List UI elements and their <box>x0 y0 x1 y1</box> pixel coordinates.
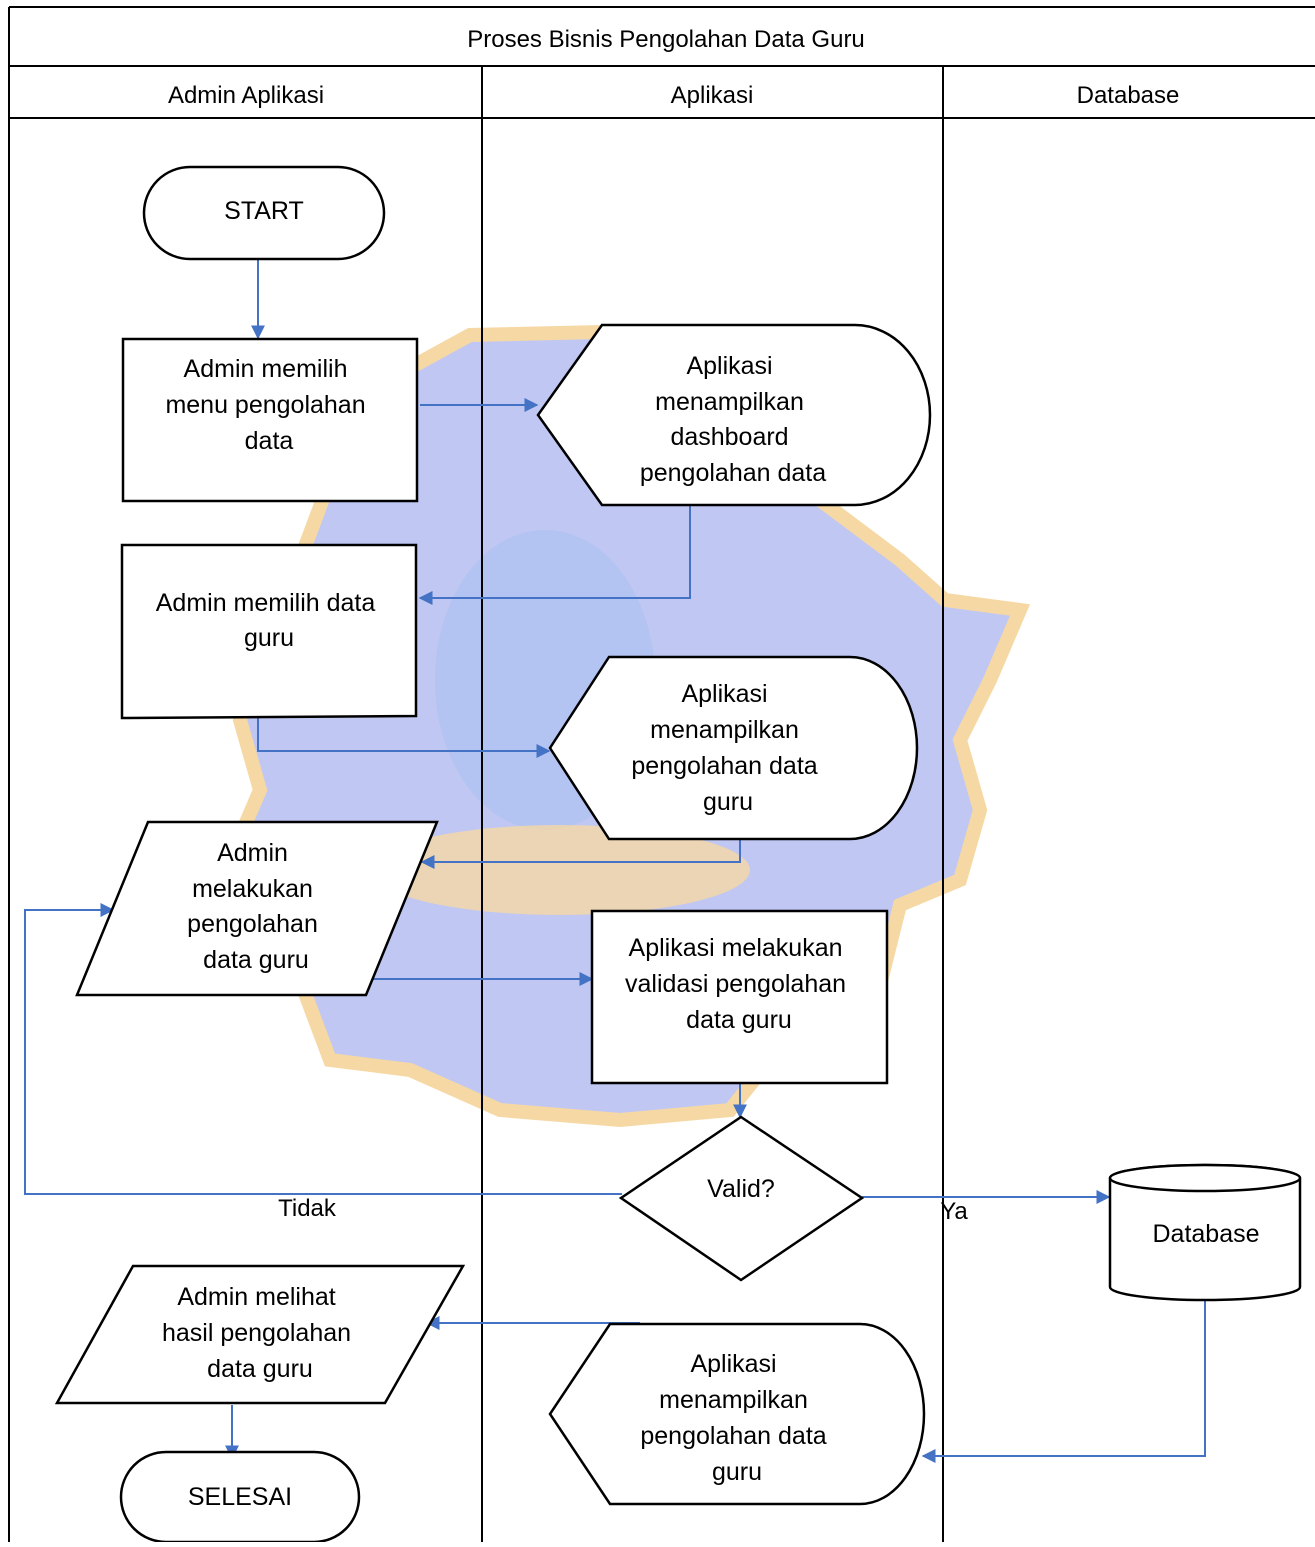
show-teacher-label: Aplikasi menampilkan pengolahan data gur… <box>631 680 824 816</box>
swimlane-frame <box>8 6 1315 1542</box>
view-result-line: hasil pengolahan <box>162 1319 351 1347</box>
node-valid-shape <box>618 1115 865 1282</box>
validate-line: validasi pengolahan <box>625 970 846 998</box>
node-show-teacher-shape <box>548 655 919 841</box>
watermark-lotus <box>370 825 750 915</box>
node-database-top <box>1108 1163 1302 1193</box>
start-label: START <box>224 197 304 225</box>
view-result-label: Admin melihat hasil pengolahan data guru <box>162 1283 358 1383</box>
node-show-result-shape <box>548 1322 926 1506</box>
show-dashboard-line: Aplikasi <box>686 352 772 380</box>
edge-label-yes: Ya <box>940 1198 968 1225</box>
lane-header-app: Aplikasi <box>671 82 754 109</box>
show-dashboard-line: dashboard <box>670 423 788 451</box>
database-label: Database <box>1152 1220 1259 1248</box>
validate-line: Aplikasi melakukan <box>629 934 843 962</box>
choose-menu-line: menu pengolahan <box>165 391 365 419</box>
show-result-line: pengolahan data <box>640 1422 826 1450</box>
valid-label: Valid? <box>707 1175 775 1203</box>
database-label-line: Database <box>1152 1220 1259 1248</box>
process-teacher-label: Admin melakukan pengolahan data guru <box>187 839 325 974</box>
view-result-line: Admin melihat <box>177 1283 335 1311</box>
node-process-teacher-shape <box>75 820 439 997</box>
show-teacher-line: pengolahan data <box>631 752 817 780</box>
node-choose-teacher-shape <box>120 543 418 720</box>
show-result-label: Aplikasi menampilkan pengolahan data gur… <box>640 1350 833 1486</box>
show-teacher-line: Aplikasi <box>681 680 767 708</box>
node-choose-menu-shape <box>121 337 419 503</box>
show-dashboard-line: pengolahan data <box>640 459 826 487</box>
node-view-result-shape <box>54 1264 466 1405</box>
validate-label: Aplikasi melakukan validasi pengolahan d… <box>625 934 853 1034</box>
show-result-line: Aplikasi <box>690 1350 776 1378</box>
valid-label-line: Valid? <box>707 1175 775 1203</box>
nodes <box>54 165 1302 1544</box>
edge-label-no: Tidak <box>278 1195 337 1222</box>
show-dashboard-line: menampilkan <box>655 388 804 416</box>
end-label: SELESAI <box>188 1483 292 1511</box>
edge-decision-no <box>24 903 622 1195</box>
start-label-line: START <box>224 197 304 225</box>
node-show-dashboard-shape <box>536 323 932 507</box>
show-result-line: menampilkan <box>659 1386 808 1414</box>
diagram-title: Proses Bisnis Pengolahan Data Guru <box>467 26 865 53</box>
node-validate-shape <box>590 909 889 1085</box>
process-teacher-line: data guru <box>203 946 309 974</box>
lane-header-db: Database <box>1077 82 1180 109</box>
process-teacher-line: melakukan <box>192 875 313 903</box>
choose-teacher-label: Admin memilih data guru <box>156 589 382 652</box>
validate-line: data guru <box>686 1006 792 1034</box>
view-result-line: data guru <box>207 1355 313 1383</box>
choose-teacher-line: guru <box>244 624 294 652</box>
edge-show-to-process <box>420 838 741 869</box>
node-labels: START Admin memilih menu pengolahan data… <box>156 197 1260 1511</box>
lane-header-admin: Admin Aplikasi <box>168 82 324 109</box>
show-teacher-line: menampilkan <box>650 716 799 744</box>
edge-choose-to-show <box>257 716 551 758</box>
connectors <box>24 259 1206 1463</box>
show-teacher-line: guru <box>703 788 753 816</box>
edge-dashboard-to-choose <box>418 504 691 605</box>
show-dashboard-label: Aplikasi menampilkan dashboard pengolaha… <box>640 352 826 487</box>
edge-database-to-show-result <box>921 1300 1206 1463</box>
show-result-line: guru <box>712 1458 762 1486</box>
choose-menu-line: Admin memilih <box>184 355 348 383</box>
choose-menu-label: Admin memilih menu pengolahan data <box>165 355 372 455</box>
process-teacher-line: Admin <box>217 839 288 867</box>
choose-teacher-line: Admin memilih data <box>156 589 376 617</box>
choose-menu-line: data <box>245 427 294 455</box>
node-start-shape <box>142 165 386 261</box>
end-label-line: SELESAI <box>188 1483 292 1511</box>
process-teacher-line: pengolahan <box>187 910 318 938</box>
